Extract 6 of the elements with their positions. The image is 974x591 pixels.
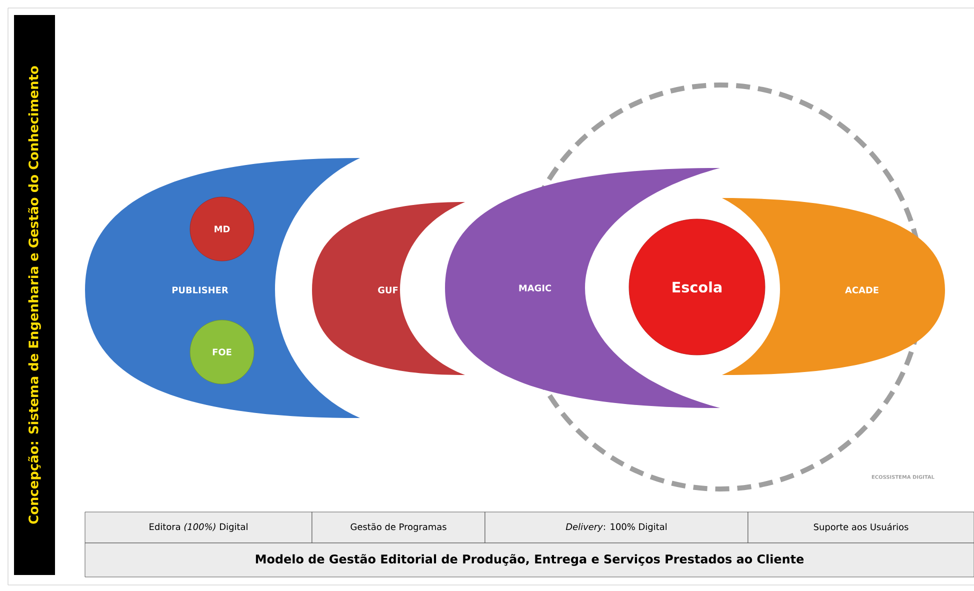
table-cell: Editora (100%) Digital [84, 512, 312, 544]
title-band: Concepção: Sistema de Engenharia e Gestão do Conhecimento [14, 15, 55, 575]
table-cell: Suporte aos Usuários [748, 512, 974, 544]
table-cell: Gestão de Programas [312, 512, 486, 544]
node-label: Suporte aos Usuários [814, 522, 908, 532]
table-cell: Delivery: 100% Digital [484, 512, 748, 544]
